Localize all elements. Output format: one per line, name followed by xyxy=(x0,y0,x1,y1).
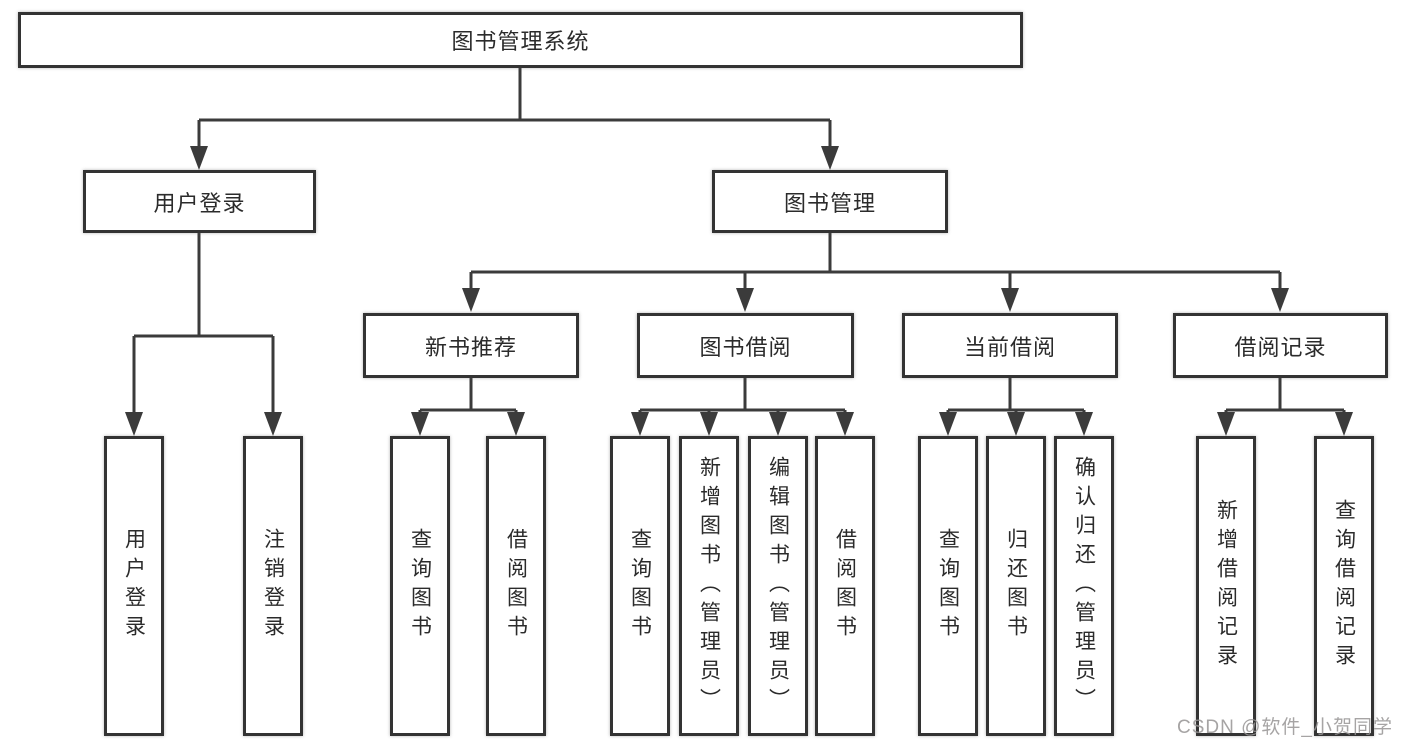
leaf-logout: 注销登录 xyxy=(243,436,303,736)
node-label: 图书管理系统 xyxy=(451,29,590,54)
node-user-login-module: 用户登录 xyxy=(83,170,316,233)
node-label: 用户登录 xyxy=(153,190,246,216)
leaf-add-book-admin: 新增图书（管理员） xyxy=(679,436,739,736)
leaf-user-login: 用户登录 xyxy=(104,436,164,736)
node-label: 新增图书（管理员） xyxy=(697,455,721,717)
connector-borrowing-records-children xyxy=(1224,378,1346,414)
connector-book-borrowing-children xyxy=(638,378,847,414)
leaf-borrow-book-recommend: 借阅图书 xyxy=(486,436,546,736)
leaf-add-borrow-record: 新增借阅记录 xyxy=(1196,436,1256,736)
arrow-down-icon xyxy=(821,146,839,170)
node-label: 查询图书 xyxy=(628,528,652,644)
leaf-query-books-current: 查询图书 xyxy=(918,436,978,736)
node-label: 新增借阅记录 xyxy=(1214,499,1238,673)
connector-root-to-level2 xyxy=(197,68,832,150)
node-label: 借阅图书 xyxy=(833,528,857,644)
node-label: 查询图书 xyxy=(936,528,960,644)
leaf-return-book: 归还图书 xyxy=(986,436,1046,736)
arrow-down-icon xyxy=(264,412,282,436)
arrow-down-icon xyxy=(1007,412,1025,436)
node-label: 图书管理 xyxy=(783,190,876,216)
leaf-confirm-return-admin: 确认归还（管理员） xyxy=(1054,436,1114,736)
arrow-down-icon xyxy=(1217,412,1235,436)
arrow-down-icon xyxy=(1271,288,1289,312)
node-library-management-system: 图书管理系统 xyxy=(18,12,1023,68)
arrow-down-icon xyxy=(939,412,957,436)
node-label: 新书推荐 xyxy=(424,334,517,360)
arrow-down-icon xyxy=(462,288,480,312)
leaf-query-borrow-record: 查询借阅记录 xyxy=(1314,436,1374,736)
node-label: 编辑图书（管理员） xyxy=(766,455,790,717)
node-label: 查询图书 xyxy=(408,528,432,644)
node-label: 用户登录 xyxy=(122,528,146,644)
node-label: 图书借阅 xyxy=(699,334,792,360)
node-label: 归还图书 xyxy=(1004,528,1028,644)
arrow-down-icon xyxy=(836,412,854,436)
connector-user-login-children xyxy=(132,233,275,416)
arrow-down-icon xyxy=(631,412,649,436)
node-book-management-module: 图书管理 xyxy=(712,170,948,233)
arrow-down-icon xyxy=(507,412,525,436)
arrow-down-icon xyxy=(1335,412,1353,436)
node-label: 注销登录 xyxy=(261,528,285,644)
node-label: 当前借阅 xyxy=(963,334,1056,360)
node-label: 借阅图书 xyxy=(504,528,528,644)
leaf-borrow-book: 借阅图书 xyxy=(815,436,875,736)
node-book-borrowing: 图书借阅 xyxy=(637,313,854,378)
node-label: 确认归还（管理员） xyxy=(1072,455,1096,717)
node-borrowing-records: 借阅记录 xyxy=(1173,313,1388,378)
arrow-down-icon xyxy=(1075,412,1093,436)
node-label: 查询借阅记录 xyxy=(1332,499,1356,673)
node-current-borrowing: 当前借阅 xyxy=(902,313,1118,378)
connector-current-borrowing-children xyxy=(946,378,1086,414)
leaf-query-books-borrow: 查询图书 xyxy=(610,436,670,736)
node-new-book-recommend: 新书推荐 xyxy=(363,313,579,378)
connector-book-management-children xyxy=(469,233,1282,292)
arrow-down-icon xyxy=(736,288,754,312)
arrow-down-icon xyxy=(769,412,787,436)
arrow-down-icon xyxy=(190,146,208,170)
arrow-down-icon xyxy=(125,412,143,436)
watermark: CSDN @软件_小贺同学 xyxy=(1177,717,1393,738)
arrow-down-icon xyxy=(1001,288,1019,312)
node-label: 借阅记录 xyxy=(1234,334,1327,360)
arrow-down-icon xyxy=(700,412,718,436)
leaf-query-books-recommend: 查询图书 xyxy=(390,436,450,736)
leaf-edit-book-admin: 编辑图书（管理员） xyxy=(748,436,808,736)
arrow-down-icon xyxy=(411,412,429,436)
connector-new-book-recommend-children xyxy=(418,378,518,414)
